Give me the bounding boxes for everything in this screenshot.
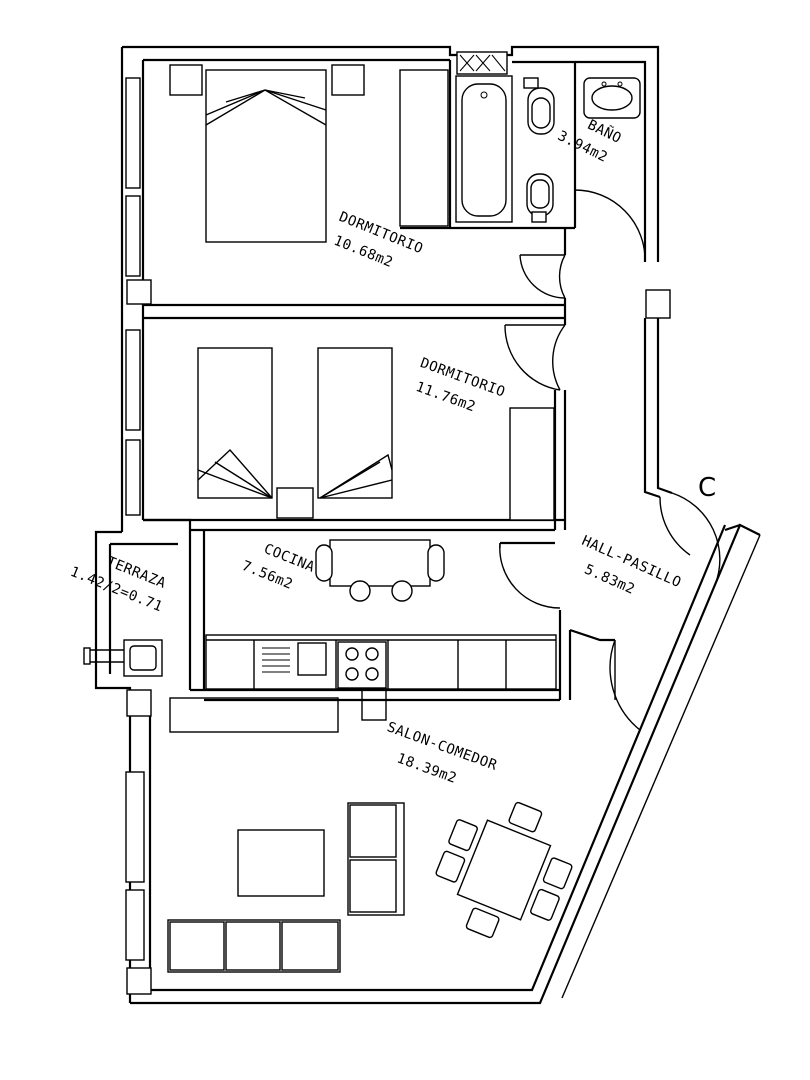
kitchen-furniture [83, 539, 557, 690]
entrance-marker: C [698, 473, 716, 503]
bathroom-fixtures [455, 75, 641, 223]
exterior-walls [94, 45, 761, 1005]
bedroom1-furniture [169, 64, 449, 243]
doors [499, 189, 721, 731]
bedroom2-furniture [197, 347, 555, 521]
living-room-furniture [167, 697, 573, 973]
